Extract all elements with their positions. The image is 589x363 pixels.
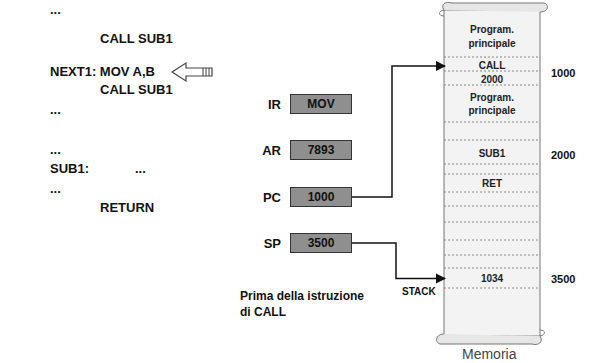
register-name: PC: [263, 190, 281, 205]
register-value: 1000: [308, 190, 335, 204]
memory-separators: [444, 57, 540, 288]
code-line: SUB1:: [50, 161, 89, 178]
cell-content: CALL: [479, 59, 506, 73]
program-counter: PC1000: [290, 187, 352, 207]
code-line: ...: [50, 102, 61, 119]
register-value: 7893: [308, 143, 335, 157]
code-line: RETURN: [100, 200, 154, 217]
code-line: ...: [135, 161, 146, 178]
code-line: CALL SUB1: [100, 31, 173, 48]
instruction-register: IRMOV: [290, 94, 352, 114]
memory-label: Memoria: [462, 345, 516, 363]
cell-content: 1034: [481, 272, 503, 286]
register-value: 3500: [308, 236, 335, 250]
address-label: 3500: [551, 272, 575, 286]
cell-content: SUB1: [479, 147, 506, 161]
memory-cell: 2000: [445, 72, 539, 88]
code-line: ...: [50, 2, 61, 19]
stack-pointer: SP3500: [290, 233, 352, 253]
address-label: 1000: [551, 66, 575, 80]
cell-content: RET: [482, 177, 502, 191]
address-register: AR7893: [290, 140, 352, 160]
memory-cell: Program. principale: [445, 87, 539, 121]
code-line: CALL SUB1: [100, 82, 173, 99]
memory-cell: RET: [445, 176, 539, 192]
cell-content: Program. principale: [456, 23, 528, 50]
memory-cell: SUB1: [445, 146, 539, 162]
register-name: IR: [268, 97, 281, 112]
code-line: ...: [50, 142, 61, 159]
code-line: NEXT1: MOV A,B: [50, 64, 155, 81]
caption-note: Prima della istruzione di CALL: [240, 289, 365, 320]
memory-cell: Program. principale: [445, 17, 539, 56]
memory-scroll: [437, 2, 548, 344]
cell-content: Program. principale: [456, 91, 528, 118]
code-line: ...: [50, 181, 61, 198]
pointer-connector: [352, 243, 445, 279]
memory-cell: 1034: [445, 270, 539, 287]
pointer-connector: [352, 66, 445, 197]
stack-label: STACK: [402, 285, 436, 298]
address-label: 2000: [551, 148, 575, 162]
cell-content: 2000: [481, 73, 503, 87]
memory-cell: CALL: [445, 58, 539, 74]
register-value: MOV: [307, 97, 334, 111]
pointer-arrow: [172, 63, 212, 81]
register-name: SP: [264, 236, 281, 251]
register-name: AR: [262, 143, 281, 158]
